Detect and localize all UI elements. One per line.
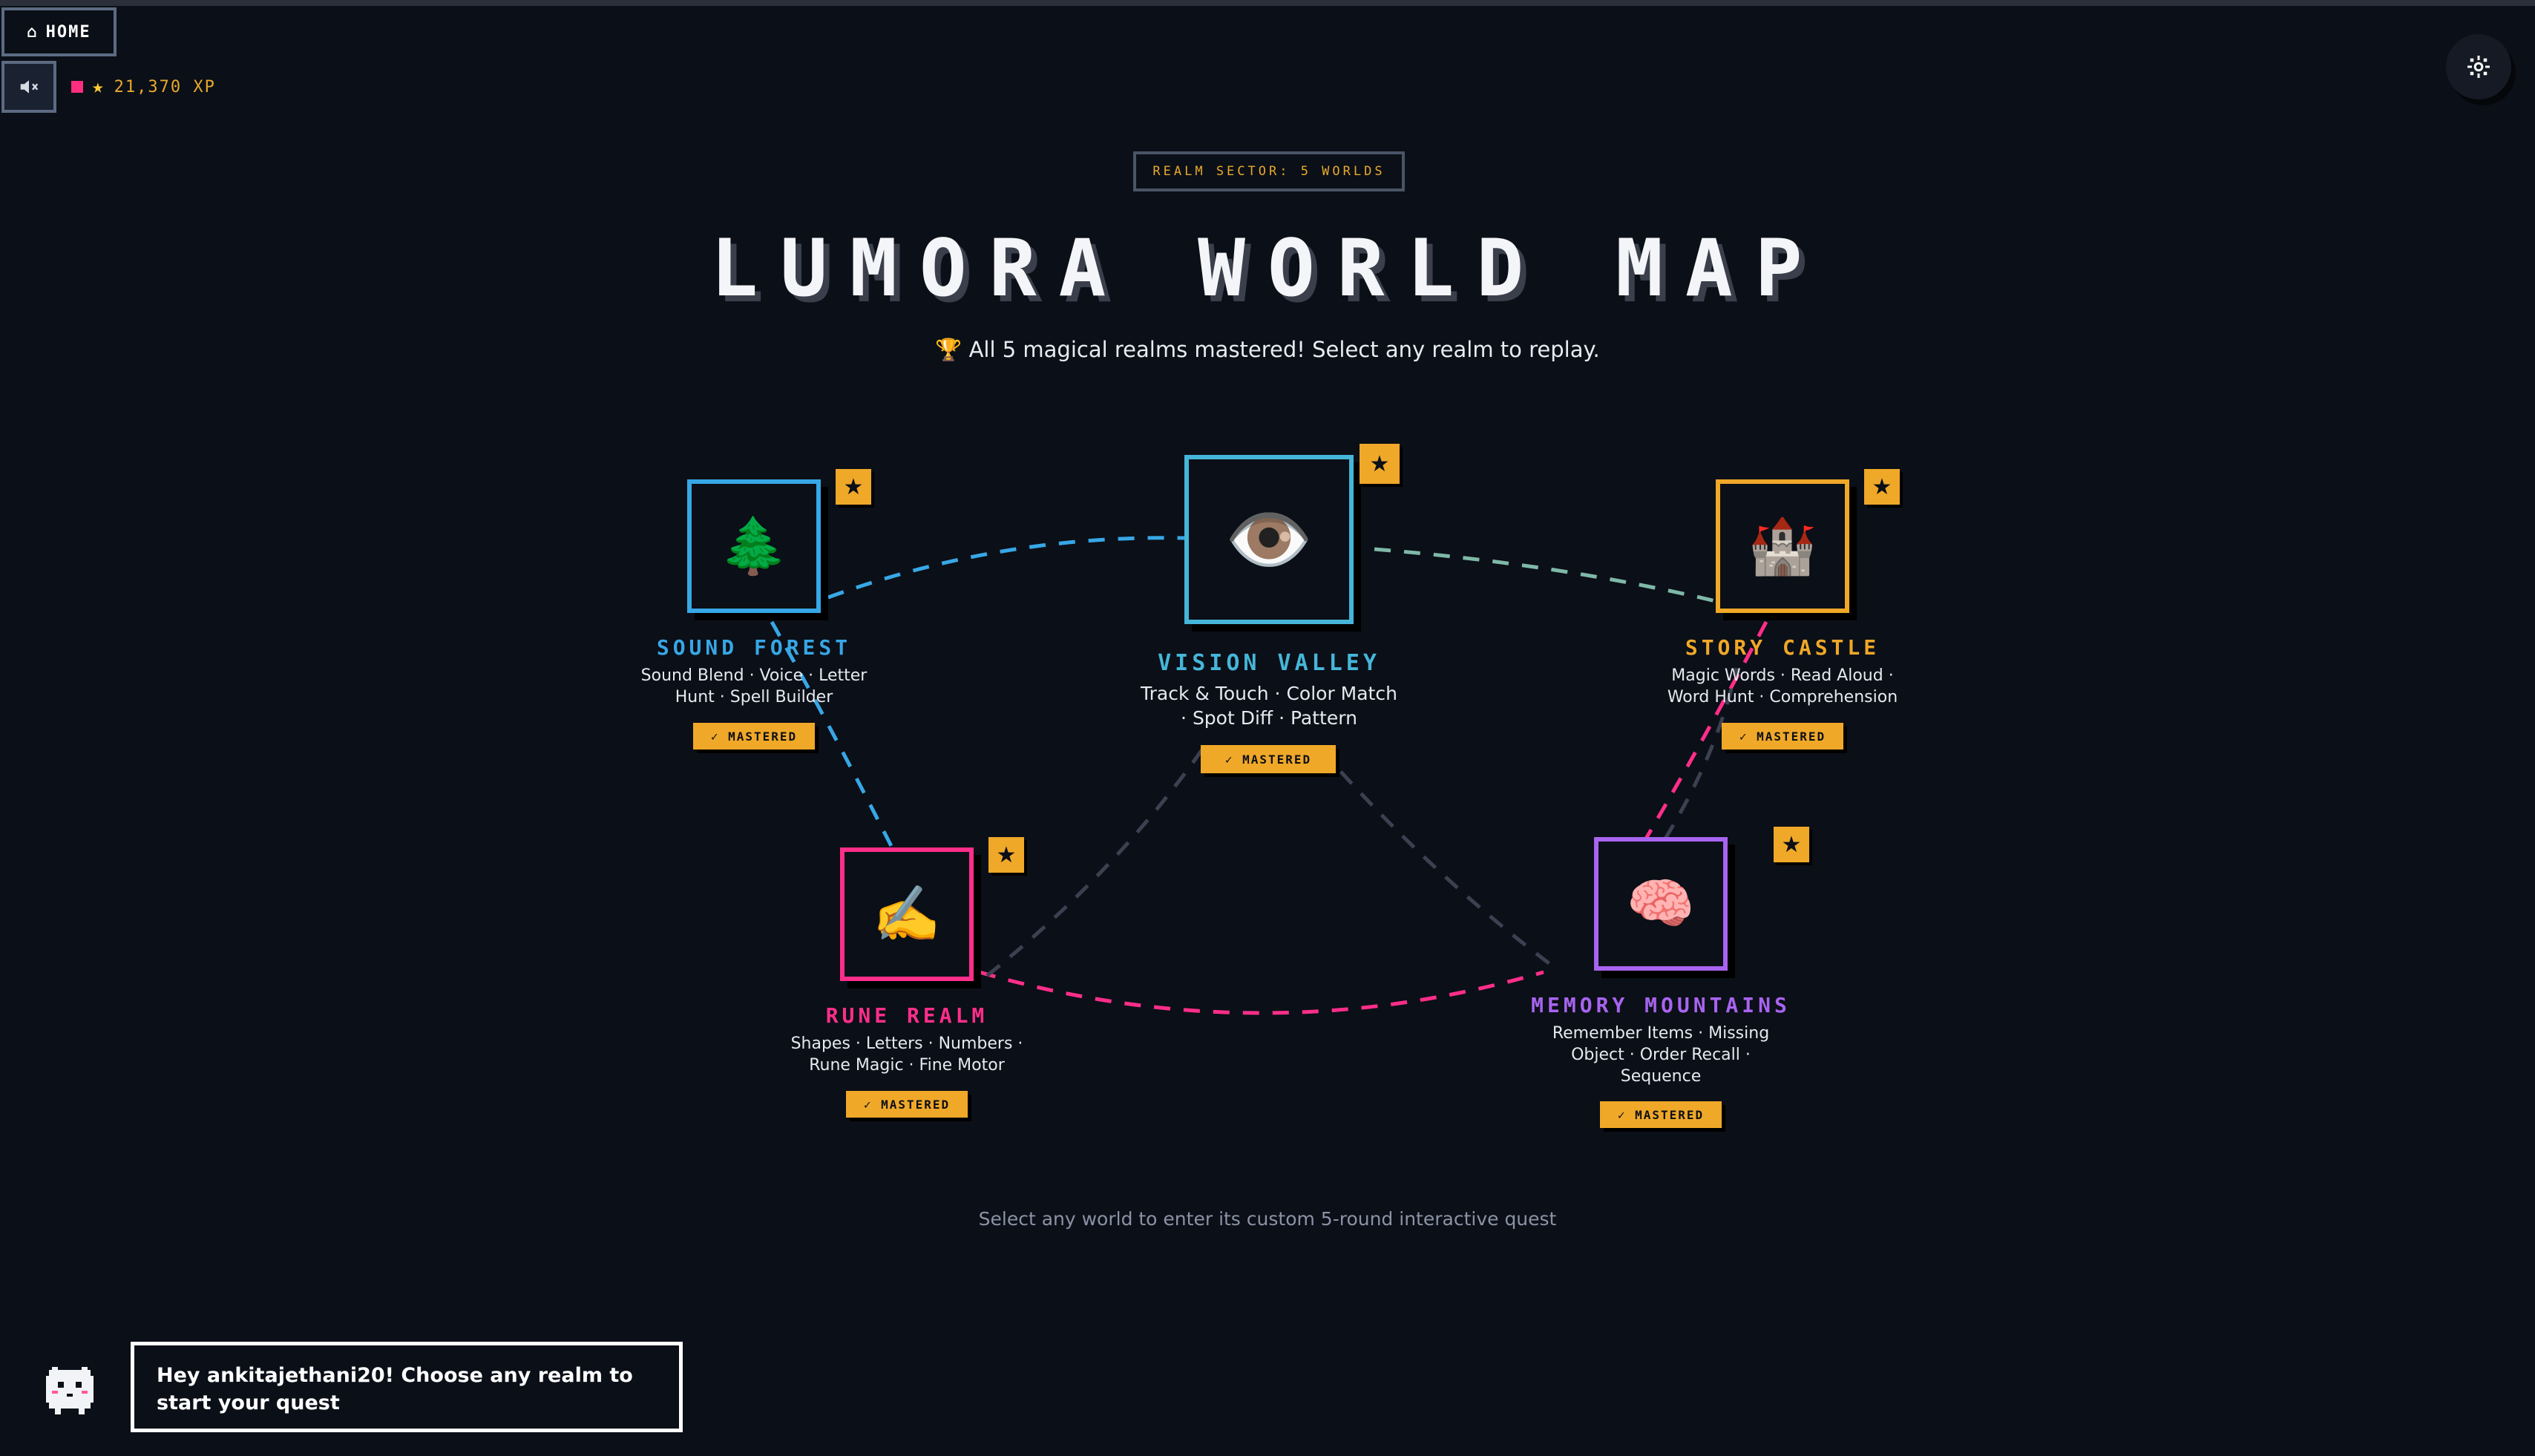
realm-icon-box[interactable]: 👁️ xyxy=(1184,455,1354,624)
realm-name: RUNE REALM xyxy=(825,1003,988,1028)
star-badge-icon: ★ xyxy=(1864,469,1900,505)
assistant-speech-bubble: Hey ankitajethani20! Choose any realm to… xyxy=(131,1342,683,1432)
realm-description: Shapes · Letters · Numbers · Rune Magic … xyxy=(758,1033,1055,1076)
brain-icon: 🧠 xyxy=(1626,871,1696,936)
path-castle-memory xyxy=(1644,620,1768,840)
mastered-badge: ✓ MASTERED xyxy=(846,1091,968,1118)
star-badge-icon: ★ xyxy=(1774,827,1809,862)
writing-hand-icon: ✍️ xyxy=(872,882,942,946)
gear-icon xyxy=(2467,56,2490,78)
realm-description-line: Track & Touch · Color Match xyxy=(1141,683,1397,704)
xp-value: 21,370 XP xyxy=(114,77,216,96)
xp-counter: ★ 21,370 XP xyxy=(71,76,216,98)
realm-icon-box[interactable]: 🏰 xyxy=(1716,479,1849,613)
realm-name: STORY CASTLE xyxy=(1685,635,1880,660)
realm-icon-box[interactable]: ✍️ xyxy=(840,847,974,981)
realm-description-line: Sound Blend · Voice · Letter xyxy=(640,666,868,685)
tree-icon: 🌲 xyxy=(719,514,789,578)
settings-button[interactable] xyxy=(2446,34,2511,99)
realm-icon-box[interactable]: 🧠 xyxy=(1594,837,1728,971)
speaker-muted-icon xyxy=(20,80,39,94)
realm-sector-tag: REALM SECTOR: 5 WORLDS xyxy=(1133,151,1405,191)
realm-icon-box[interactable]: 🌲 xyxy=(687,479,821,613)
realm-description-line: Object · Order Recall · xyxy=(1571,1046,1751,1064)
realm-description: Track & Touch · Color Match · Spot Diff … xyxy=(1106,681,1432,730)
path-forest-rune xyxy=(770,620,894,849)
realm-name: MEMORY MOUNTAINS xyxy=(1531,993,1791,1017)
realm-description: Remember Items · Missing Object · Order … xyxy=(1512,1023,1809,1087)
realm-name: SOUND FOREST xyxy=(656,635,852,660)
realm-description-line: Remember Items · Missing xyxy=(1552,1024,1770,1043)
realm-description-line: Sequence xyxy=(1620,1067,1702,1086)
path-vision-rune xyxy=(983,748,1204,980)
eye-icon: 👁️ xyxy=(1224,497,1314,581)
realm-description-line: · Spot Diff · Pattern xyxy=(1181,707,1357,729)
realm-description: Magic Words · Read Aloud · Word Hunt · C… xyxy=(1634,665,1931,708)
window-top-border xyxy=(0,0,2535,6)
realm-description-line: Rune Magic · Fine Motor xyxy=(809,1056,1005,1075)
completion-subtitle: 🏆 All 5 magical realms mastered! Select … xyxy=(935,337,1600,362)
mastered-badge: ✓ MASTERED xyxy=(1201,745,1336,773)
realm-description-line: Hunt · Spell Builder xyxy=(675,688,833,706)
path-forest-vision xyxy=(827,536,1185,600)
star-icon: ★ xyxy=(92,76,105,98)
castle-icon: 🏰 xyxy=(1748,514,1817,578)
mastered-badge: ✓ MASTERED xyxy=(1600,1101,1722,1128)
page-title: LUMORA WORLD MAP xyxy=(710,223,1825,314)
realm-description: Sound Blend · Voice · Letter Hunt · Spel… xyxy=(606,665,902,708)
home-label: HOME xyxy=(45,22,91,42)
path-vision-castle xyxy=(1374,547,1716,603)
star-badge-icon: ★ xyxy=(836,469,871,505)
footer-hint: Select any world to enter its custom 5-r… xyxy=(978,1208,1557,1230)
sound-toggle-button[interactable] xyxy=(1,61,56,113)
mascot-avatar xyxy=(46,1367,94,1414)
realm-description-line: Word Hunt · Comprehension xyxy=(1667,688,1898,706)
mastered-badge: ✓ MASTERED xyxy=(1722,723,1843,750)
realm-name: VISION VALLEY xyxy=(1158,650,1380,676)
status-dot xyxy=(71,81,83,93)
home-icon: ⌂ xyxy=(27,22,39,42)
mastered-badge: ✓ MASTERED xyxy=(693,723,815,750)
realm-description-line: Shapes · Letters · Numbers · xyxy=(790,1034,1023,1053)
star-badge-icon: ★ xyxy=(1360,444,1400,484)
realm-description-line: Magic Words · Read Aloud · xyxy=(1671,666,1894,685)
star-badge-icon: ★ xyxy=(988,837,1024,873)
path-vision-memory xyxy=(1319,748,1552,966)
home-button[interactable]: ⌂ HOME xyxy=(1,7,117,56)
path-rune-memory xyxy=(979,970,1544,1015)
